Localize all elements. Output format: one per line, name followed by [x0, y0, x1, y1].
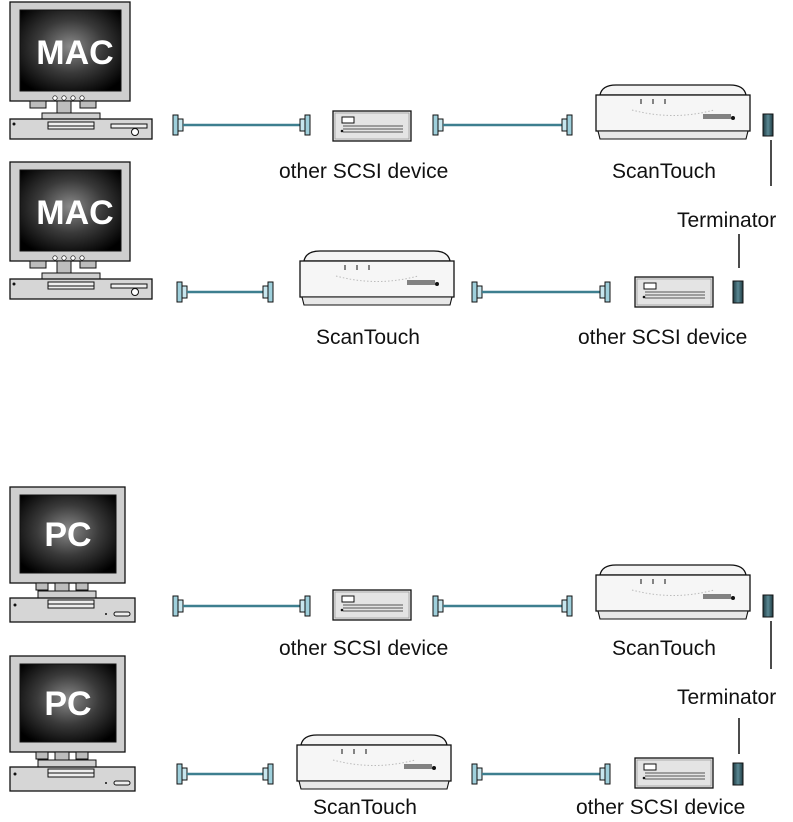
scantouch-label-3: ScanTouch	[612, 637, 716, 660]
other-scsi-device-label-3: other SCSI device	[279, 637, 449, 660]
terminator-plug-2	[732, 280, 744, 304]
terminator-plug-3	[762, 594, 774, 618]
cable-1b	[432, 114, 573, 136]
mac-computer-2: MAC	[9, 161, 153, 300]
cable-2a	[176, 281, 274, 303]
pc-label-1: PC	[44, 516, 91, 554]
cable-3b	[432, 595, 573, 617]
cable-4b	[471, 763, 611, 785]
other-scsi-device-1	[332, 110, 412, 142]
scantouch-scanner-1	[595, 84, 751, 140]
other-scsi-device-label-2: other SCSI device	[578, 326, 748, 349]
pc-computer-2: PC	[9, 655, 136, 792]
cable-3a	[172, 595, 311, 617]
mac-computer-1: MAC	[9, 1, 153, 140]
terminator-label-1: Terminator	[677, 209, 777, 232]
cable-1a	[172, 114, 311, 136]
scantouch-scanner-4	[296, 734, 452, 790]
scantouch-label-1: ScanTouch	[612, 160, 716, 183]
other-scsi-device-label-1: other SCSI device	[279, 160, 449, 183]
pc-label-2: PC	[44, 685, 91, 723]
cable-2b	[471, 281, 611, 303]
scantouch-scanner-3	[595, 564, 751, 620]
other-scsi-device-3	[332, 589, 412, 621]
scantouch-scanner-2	[299, 250, 455, 306]
cable-4a	[176, 763, 274, 785]
terminator-plug-4	[732, 762, 744, 786]
scantouch-label-2: ScanTouch	[316, 326, 420, 349]
terminator-plug-1	[762, 113, 774, 137]
terminator-label-2: Terminator	[677, 686, 777, 709]
mac-label-1: MAC	[36, 34, 113, 72]
other-scsi-device-label-4: other SCSI device	[576, 796, 746, 819]
scantouch-label-4: ScanTouch	[313, 796, 417, 819]
pc-computer-1: PC	[9, 486, 136, 623]
other-scsi-device-4	[634, 757, 714, 789]
other-scsi-device-2	[634, 276, 714, 308]
mac-label-2: MAC	[36, 194, 113, 232]
